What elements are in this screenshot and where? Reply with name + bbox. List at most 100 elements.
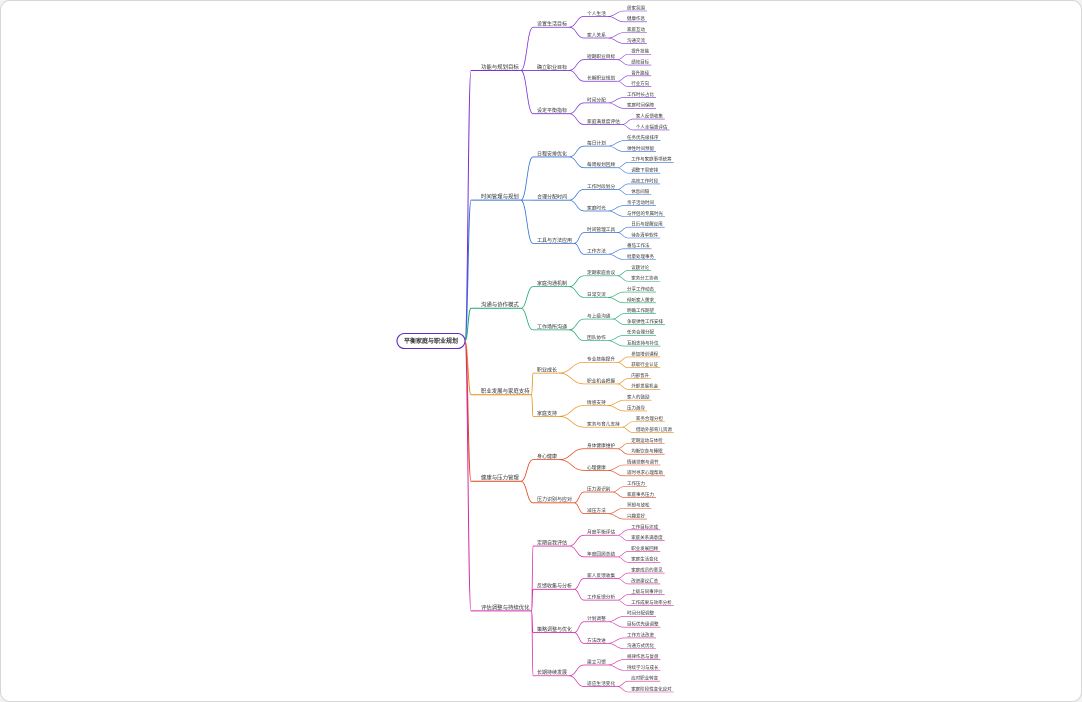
node-label-level-3[interactable]: 工作时段划分	[587, 183, 615, 190]
node-label-level-4[interactable]: 家庭互动	[627, 26, 645, 33]
node-label-level-4[interactable]: 争取弹性工作安排	[627, 318, 663, 325]
node-label-level-3[interactable]: 长期职业规划	[587, 75, 615, 82]
node-label-level-3[interactable]: 适应生活变化	[587, 680, 615, 687]
node-label-level-2[interactable]: 策略调整与优化	[537, 626, 572, 633]
node-label-level-4[interactable]: 目标优先级调整	[627, 621, 659, 628]
node-label-level-4[interactable]: 家庭关系满意度	[631, 534, 663, 541]
node-label-level-1[interactable]: 健康与压力管理	[481, 474, 519, 482]
node-label-level-2[interactable]: 职业成长	[537, 367, 557, 374]
node-label-level-4[interactable]: 定期运动与体检	[631, 437, 663, 444]
node-label-level-4[interactable]: 兴趣爱好	[627, 512, 645, 519]
node-label-level-4[interactable]: 改进建议汇总	[631, 577, 658, 584]
node-label-level-4[interactable]: 工作与家庭事项统筹	[631, 156, 672, 163]
node-label-level-1[interactable]: 评估调整与持续优化	[481, 603, 530, 611]
node-label-level-4[interactable]: 工作方法改进	[627, 631, 654, 638]
node-label-level-3[interactable]: 团队协作	[587, 334, 606, 341]
node-label-level-4[interactable]: 借助外部育儿资源	[636, 426, 672, 433]
node-label-level-4[interactable]: 互相支持与补位	[627, 339, 659, 346]
node-label-level-3[interactable]: 每日计划	[587, 140, 606, 147]
node-label-level-4[interactable]: 工作压力	[627, 480, 645, 487]
node-label-level-3[interactable]: 职业机会把握	[587, 377, 615, 384]
node-label-level-3[interactable]: 日常交流	[587, 291, 606, 298]
node-label-level-3[interactable]: 每周规划回顾	[587, 161, 615, 168]
node-label-level-4[interactable]: 健康作息	[627, 15, 645, 22]
node-label-level-4[interactable]: 外部发展机会	[631, 383, 658, 390]
node-label-level-2[interactable]: 日程安排优化	[537, 150, 567, 157]
node-label-level-4[interactable]: 个人幸福感评估	[636, 123, 668, 130]
node-label-level-2[interactable]: 压力识别与应对	[537, 496, 572, 503]
node-label-level-2[interactable]: 家庭沟通机制	[537, 280, 567, 287]
node-label-level-2[interactable]: 设置生活目标	[537, 21, 567, 28]
node-label-level-4[interactable]: 休息间隔	[631, 188, 649, 195]
node-label-level-4[interactable]: 任务合理分配	[627, 329, 654, 336]
node-label-level-4[interactable]: 与伴侣的专属时光	[627, 210, 663, 217]
node-label-level-3[interactable]: 家人反馈收集	[587, 572, 615, 579]
node-label-level-2[interactable]: 家庭支持	[537, 410, 557, 417]
node-label-level-4[interactable]: 上级与同事评价	[631, 588, 663, 595]
node-label-level-3[interactable]: 家人关系	[587, 31, 606, 38]
node-label-level-4[interactable]: 工作目标达成	[631, 523, 658, 530]
node-label-level-3[interactable]: 定期家庭会议	[587, 269, 615, 276]
node-label-level-4[interactable]: 家庭阶段性变化应对	[631, 685, 672, 692]
node-label-level-3[interactable]: 与上级沟通	[587, 312, 611, 319]
node-label-level-4[interactable]: 日历与提醒应用	[631, 221, 663, 228]
node-label-level-2[interactable]: 确立职业目标	[537, 64, 567, 71]
node-label-level-3[interactable]: 时间分配	[587, 96, 606, 103]
node-label-level-4[interactable]: 行业方向	[631, 80, 649, 87]
node-label-level-4[interactable]: 绩效目标	[631, 58, 649, 65]
node-label-level-4[interactable]: 家庭时间保障	[627, 102, 654, 109]
node-label-level-4[interactable]: 家庭事务压力	[627, 491, 654, 498]
node-label-level-3[interactable]: 月度平衡评估	[587, 529, 615, 536]
node-label-level-4[interactable]: 居家氛围	[627, 4, 645, 11]
node-label-level-3[interactable]: 个人生活	[587, 10, 606, 17]
node-label-level-4[interactable]: 高效工作时段	[631, 177, 658, 184]
node-label-level-2[interactable]: 工作场所沟通	[537, 323, 567, 330]
node-label-level-4[interactable]: 倾听家人需求	[627, 296, 654, 303]
node-label-level-4[interactable]: 均衡饮食与睡眠	[631, 448, 663, 455]
node-label-level-3[interactable]: 专业技能提升	[587, 356, 615, 363]
node-label-level-4[interactable]: 工作时长占比	[627, 91, 654, 98]
node-label-level-4[interactable]: 应对职业转变	[631, 675, 658, 682]
node-label-level-4[interactable]: 持续学习与成长	[627, 664, 659, 671]
node-label-level-2[interactable]: 长期持续发展	[537, 669, 567, 676]
node-label-level-4[interactable]: 议题讨论	[631, 264, 649, 271]
node-label-level-2[interactable]: 定期自我评估	[537, 539, 567, 546]
node-label-level-1[interactable]: 沟通与协作模式	[481, 301, 519, 309]
node-label-level-3[interactable]: 年度回顾总结	[587, 550, 615, 557]
node-label-level-3[interactable]: 短期职业目标	[587, 53, 615, 60]
node-label-level-2[interactable]: 反馈收集与分析	[537, 583, 572, 590]
node-label-level-3[interactable]: 计划调整	[587, 615, 606, 622]
node-label-level-4[interactable]: 家务分工协商	[631, 275, 658, 282]
node-label-level-4[interactable]: 规律作息与复盘	[627, 653, 659, 660]
node-label-level-4[interactable]: 家庭成员的意见	[631, 566, 663, 573]
node-label-level-4[interactable]: 家庭生活变化	[631, 556, 658, 563]
node-label-level-4[interactable]: 晋升路径	[631, 69, 649, 76]
node-label-level-2[interactable]: 合理分配时间	[537, 194, 567, 201]
node-label-level-4[interactable]: 家人的鼓励	[627, 394, 650, 401]
node-label-level-4[interactable]: 番茄工作法	[627, 242, 650, 249]
node-label-level-3[interactable]: 家庭满意度评估	[587, 118, 620, 125]
node-label-level-4[interactable]: 工作成果与效率分析	[631, 599, 672, 606]
node-label-level-3[interactable]: 压力源识别	[587, 485, 611, 492]
node-label-level-4[interactable]: 提升技能	[631, 48, 649, 55]
node-label-level-4[interactable]: 待办清单软件	[631, 231, 658, 238]
node-label-level-4[interactable]: 冥想与放松	[627, 502, 650, 509]
node-label-level-4[interactable]: 明确工作期望	[627, 307, 654, 314]
node-label-level-4[interactable]: 内部晋升	[631, 372, 649, 379]
node-label-level-4[interactable]: 适时寻求心理帮助	[627, 469, 663, 476]
node-label-level-1[interactable]: 功能与规划目标	[481, 63, 519, 71]
node-label-level-4[interactable]: 沟通交流	[627, 37, 645, 44]
node-label-level-4[interactable]: 沟通方式优化	[627, 642, 654, 649]
node-label-level-4[interactable]: 弹性时间预留	[627, 145, 654, 152]
node-label-level-3[interactable]: 方法改进	[587, 637, 606, 644]
node-label-level-3[interactable]: 建立习惯	[587, 658, 606, 665]
node-label-level-4[interactable]: 参加培训课程	[631, 350, 658, 357]
node-label-level-4[interactable]: 情绪觉察与调节	[627, 458, 659, 465]
node-label-level-3[interactable]: 情感支持	[587, 399, 606, 406]
node-label-level-3[interactable]: 心理健康	[587, 464, 606, 471]
node-label-level-3[interactable]: 身体健康维护	[587, 442, 615, 449]
node-label-level-2[interactable]: 工具与方法应用	[537, 237, 572, 244]
node-label-level-2[interactable]: 设定平衡指标	[537, 107, 567, 114]
node-label-level-3[interactable]: 家务与育儿支持	[587, 421, 620, 428]
node-label-level-4[interactable]: 任务优先级排序	[627, 134, 659, 141]
